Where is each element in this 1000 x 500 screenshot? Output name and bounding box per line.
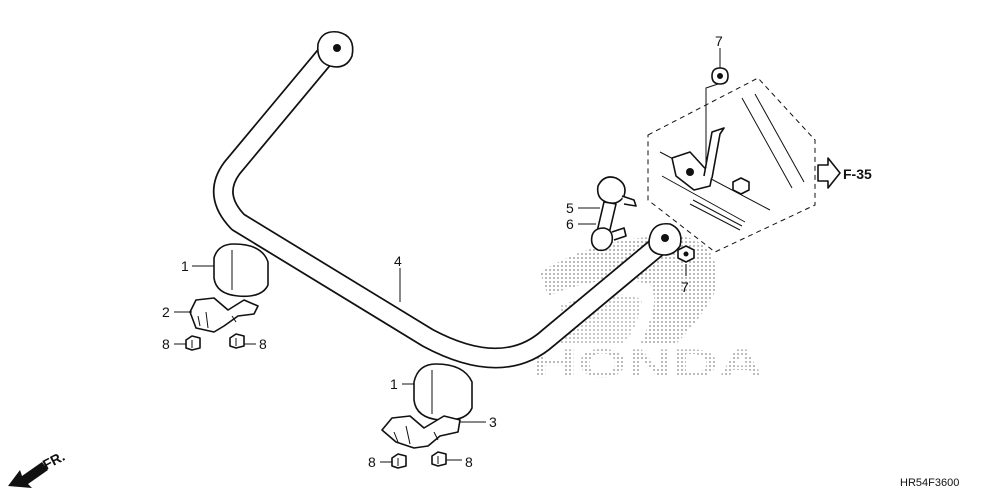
callout-1-bottom: 1 xyxy=(390,376,398,392)
callout-6: 6 xyxy=(566,216,574,232)
callout-8-bottom-a: 8 xyxy=(368,454,376,470)
stabilizer-bar xyxy=(212,30,682,369)
callout-8-left-a: 8 xyxy=(162,336,170,352)
leader-lines xyxy=(174,48,721,463)
stabilizer-link xyxy=(590,176,637,252)
callout-7-top: 7 xyxy=(715,33,723,49)
diagram-code: HR54F3600 xyxy=(900,477,959,489)
reference-arrow: F-35 xyxy=(817,157,872,189)
bushing-holder-bottom xyxy=(381,415,461,449)
callout-5: 5 xyxy=(566,200,574,216)
bushing-holder-left xyxy=(189,297,259,333)
callout-2: 2 xyxy=(162,304,170,320)
honda-watermark: HONDA xyxy=(532,342,764,386)
callout-8-left-b: 8 xyxy=(259,336,267,352)
callout-7-mid: 7 xyxy=(681,279,689,295)
flange-bolt-bottom-b xyxy=(431,451,447,467)
flange-bolt-bottom-a xyxy=(391,453,407,469)
frame-nut xyxy=(732,177,750,195)
front-direction-arrow: FR. xyxy=(8,448,67,488)
callout-8-bottom-b: 8 xyxy=(465,454,473,470)
bushing-left xyxy=(213,243,269,298)
bushing-bottom xyxy=(413,363,473,422)
flange-bolt-left-a xyxy=(185,335,201,351)
reference-label: F-35 xyxy=(843,166,872,182)
callout-3: 3 xyxy=(489,414,497,430)
callout-1-left: 1 xyxy=(181,258,189,274)
frame-reference-box xyxy=(647,77,816,253)
flange-bolt-left-b xyxy=(229,333,245,349)
callout-4: 4 xyxy=(394,253,402,269)
